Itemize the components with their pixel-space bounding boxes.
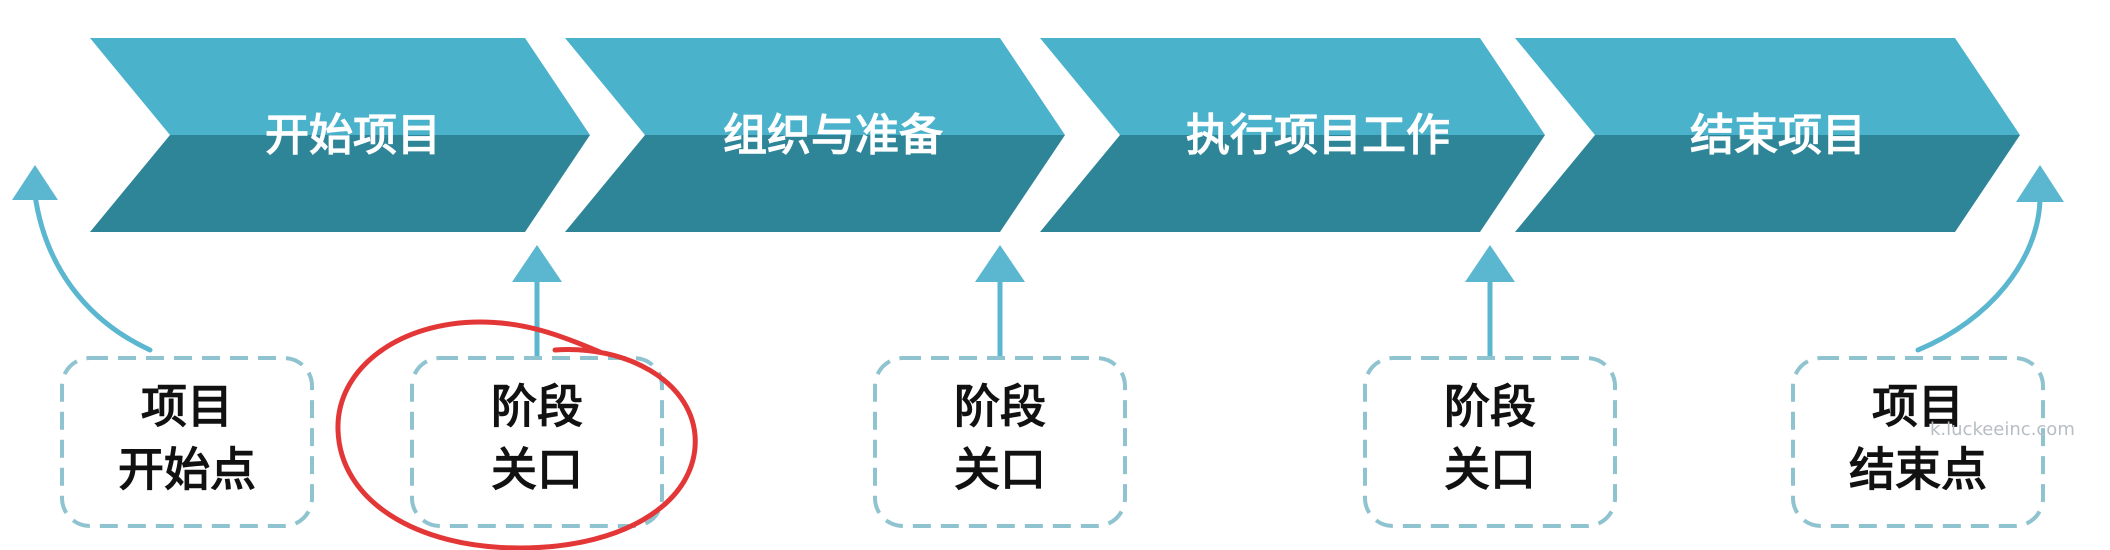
milestone-line2-gate-2: 关口 [954,443,1046,497]
milestone-line1-gate-3: 阶段 [1444,380,1536,434]
milestone-line2-gate-3: 关口 [1444,443,1536,497]
phase-label-start-project: 开始项目 [265,110,441,161]
milestone-line1-gate-2: 阶段 [954,380,1046,434]
milestone-box-gate-2: 阶段 关口 [873,356,1127,528]
annotation-circle [335,319,698,550]
milestone-line2-project-end: 结束点 [1849,443,1987,497]
milestone-line1-project-start: 项目 [141,380,233,434]
phase-chevron-start-project [90,38,590,232]
phase-label-close-project: 结束项目 [1690,110,1866,161]
curved-arrow-up-icon [1915,165,2064,353]
milestone-line1-gate-1: 阶段 [491,380,583,434]
phase-chevron-organize-prepare [565,38,1065,232]
milestone-line2-gate-1: 关口 [491,443,583,497]
phase-chevron-close-project [1515,38,2020,232]
milestone-box-project-start: 项目 开始点 [60,356,314,528]
milestone-box-gate-1: 阶段 关口 [410,356,664,528]
phase-label-organize-prepare: 组织与准备 [723,110,944,161]
arrow-up-icon [1465,245,1515,358]
watermark-text: k.luckeeinc.com [1930,419,2075,440]
phase-chevron-execute-work [1040,38,1545,232]
milestone-box-gate-3: 阶段 关口 [1363,356,1617,528]
curved-arrow-up-icon [12,165,153,353]
milestone-line1-project-end: 项目 [1872,380,1964,434]
arrow-up-icon [975,245,1025,358]
arrow-up-icon [512,245,562,358]
milestone-box-project-end: 项目 结束点 [1791,356,2045,528]
milestone-line2-project-start: 开始点 [118,443,256,497]
phase-label-execute-work: 执行项目工作 [1186,110,1450,161]
